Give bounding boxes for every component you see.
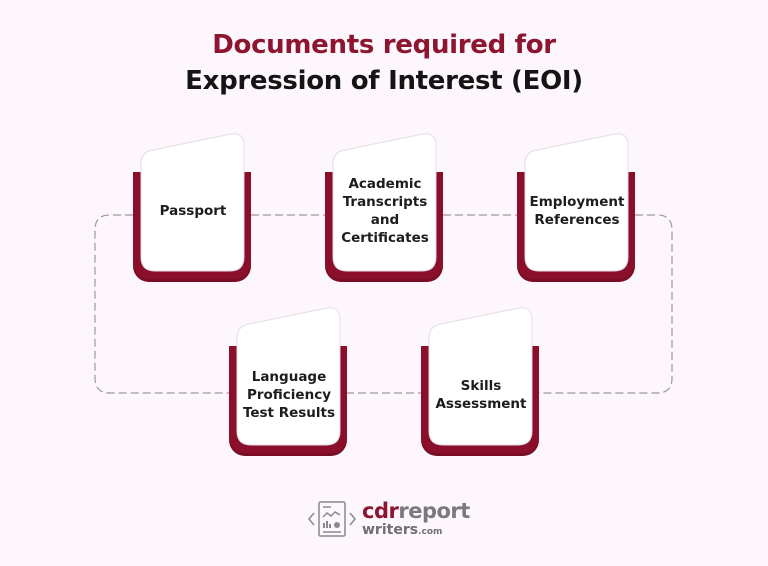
- logo-text-writers: writers.com: [362, 523, 470, 537]
- card-face: [236, 307, 341, 446]
- card-face: [428, 307, 533, 446]
- card-passport: Passport: [133, 132, 253, 282]
- connector-left-loop: [94, 214, 229, 394]
- logo-text-report: report: [398, 499, 470, 523]
- logo-text-cdr: cdr: [362, 499, 399, 523]
- card-label: Passport: [159, 203, 227, 219]
- report-document-icon: [308, 501, 356, 537]
- connector-right-loop: [538, 214, 673, 394]
- card-face: [524, 133, 629, 272]
- logo-text-com: .com: [418, 527, 443, 537]
- title-line-1: Documents required for: [212, 30, 556, 60]
- card-face: [140, 133, 245, 272]
- card-face: [332, 133, 437, 272]
- logo-wordmark: cdrreport writers.com: [362, 499, 470, 538]
- title-line-2: Expression of Interest (EOI): [185, 66, 583, 96]
- logo-text-writers-word: writers: [362, 522, 419, 538]
- brand-logo: cdrreport writers.com: [306, 498, 470, 540]
